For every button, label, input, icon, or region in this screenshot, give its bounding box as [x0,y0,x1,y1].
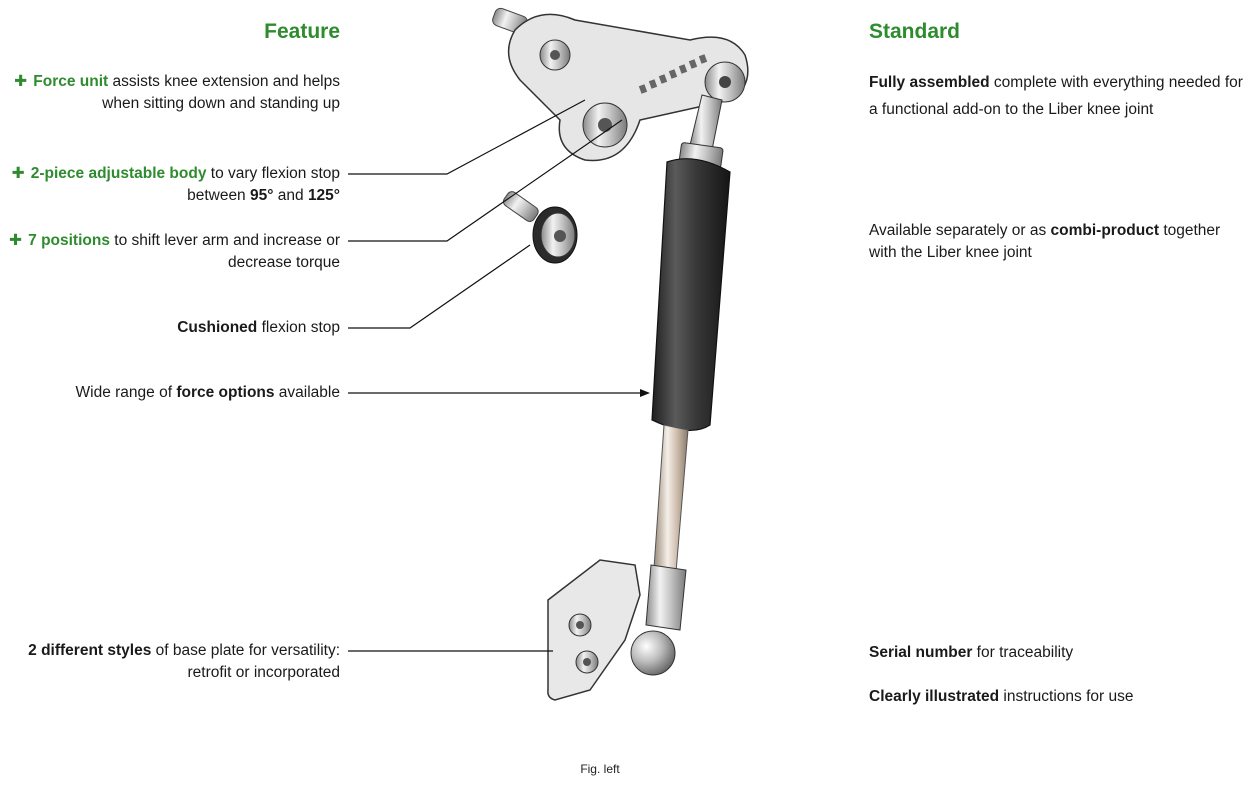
feature-force-unit: ✚Force unit assists knee extension and h… [14,73,340,112]
force-cylinder [651,158,731,431]
plus-icon: ✚ [9,232,23,249]
leader-cushion [348,244,531,329]
feature-positions: ✚7 positions to shift lever arm and incr… [9,232,340,271]
feature-adjustable-body: ✚2-piece adjustable body to vary flexion… [11,165,340,204]
lower-sleeve [645,564,687,631]
base-plate [547,559,641,701]
piston-rod [653,424,689,573]
ball-joint [630,630,676,676]
cushion-stop-part [502,191,578,264]
leader-positions [348,119,623,242]
figure-caption: Fig. left [580,762,620,776]
leader-arrow [640,389,650,397]
standard-combi-product: Available separately or as combi-product… [869,222,1221,261]
position-holes [638,54,708,94]
standard-instructions: Clearly illustrated instructions for use [869,688,1134,705]
standard-serial-number: Serial number for traceability [869,644,1074,661]
leader-body [348,99,586,175]
feature-force-options: Wide range of force options available [75,384,340,401]
feature-cushioned-stop: Cushioned flexion stop [177,319,340,336]
standard-fully-assembled: Fully assembled complete with everything… [869,74,1243,118]
plus-icon: ✚ [11,165,25,182]
feature-heading: Feature [264,20,340,43]
standard-heading: Standard [869,20,961,43]
plus-icon: ✚ [14,73,28,90]
feature-base-plate: 2 different styles of base plate for ver… [28,642,340,681]
leader-lines [348,99,650,652]
